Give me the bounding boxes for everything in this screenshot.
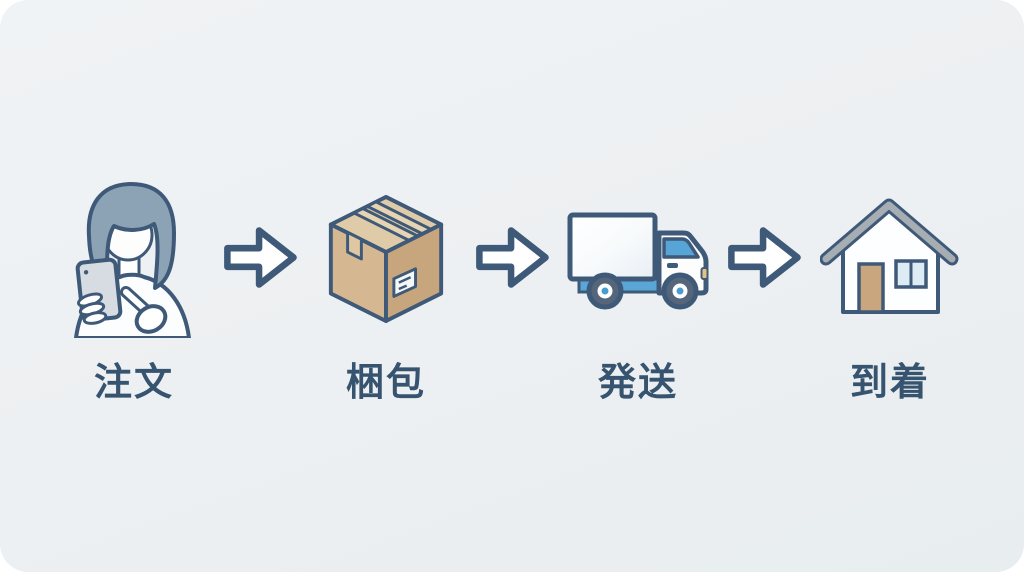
flow-connector-1 bbox=[219, 175, 301, 341]
step-packing-icon-box bbox=[321, 175, 451, 341]
delivery-truck-icon bbox=[567, 212, 709, 309]
step-order-label: 注文 bbox=[93, 361, 174, 404]
arrow-right-icon bbox=[476, 227, 549, 288]
house-icon bbox=[820, 198, 959, 314]
step-order: 注文 bbox=[49, 175, 219, 406]
step-arrival-label: 到着 bbox=[849, 361, 930, 404]
arrow-right-icon bbox=[728, 227, 801, 288]
step-shipping-label: 発送 bbox=[597, 361, 678, 404]
step-packing: 梱包 bbox=[301, 175, 471, 406]
step-order-icon-box bbox=[64, 175, 204, 341]
step-arrival-icon-box bbox=[820, 175, 960, 341]
step-shipping: 発送 bbox=[553, 175, 723, 406]
flow-connector-2 bbox=[471, 175, 553, 341]
woman-ordering-on-smartphone-icon bbox=[74, 181, 191, 338]
shipping-flow-diagram: 注文 bbox=[49, 175, 975, 406]
arrow-right-icon bbox=[224, 227, 297, 288]
step-packing-label: 梱包 bbox=[345, 361, 426, 404]
flow-connector-3 bbox=[723, 175, 805, 341]
step-shipping-icon-box bbox=[563, 175, 713, 341]
cardboard-box-icon bbox=[328, 194, 444, 323]
step-arrival: 到着 bbox=[805, 175, 975, 406]
